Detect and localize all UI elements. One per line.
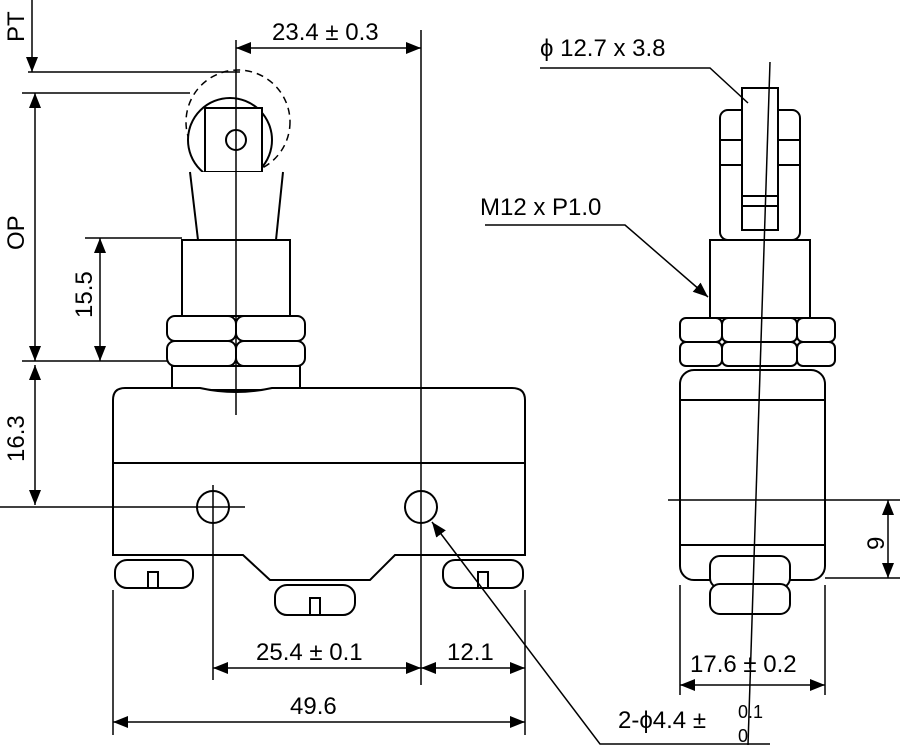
- dim-15-5: 15.5: [71, 271, 98, 318]
- side-view: [485, 61, 900, 746]
- pt-label: PT: [3, 11, 30, 42]
- switch-body-side: [679, 369, 826, 581]
- thread-dim: M12 x P1.0: [480, 194, 601, 221]
- roller-travel-dashed: [185, 69, 291, 175]
- roller-dim: ϕ 12.7 x 3.8: [540, 35, 666, 62]
- terminal-screw: [114, 559, 524, 616]
- hole-tol-lower: 0: [738, 726, 748, 746]
- roller-side: [741, 87, 779, 231]
- dim-16-3: 16.3: [3, 415, 30, 462]
- centerline: [747, 61, 771, 746]
- hole-tol-upper: 0.1: [738, 702, 763, 722]
- dim-side-width: 17.6 ± 0.2: [690, 651, 797, 678]
- nut: [679, 317, 836, 367]
- dim-9: 9: [863, 537, 890, 550]
- dim-overall-width: 49.6: [290, 693, 337, 720]
- switch-body: [112, 387, 526, 581]
- dim-hole-spacing: 25.4 ± 0.1: [256, 639, 363, 666]
- front-view: [0, 0, 770, 745]
- dim-12-1: 12.1: [447, 639, 494, 666]
- dim-top-width: 23.4 ± 0.3: [272, 19, 379, 46]
- op-label: OP: [3, 215, 30, 250]
- hole-dim: 2-ϕ4.4 ±: [618, 707, 706, 734]
